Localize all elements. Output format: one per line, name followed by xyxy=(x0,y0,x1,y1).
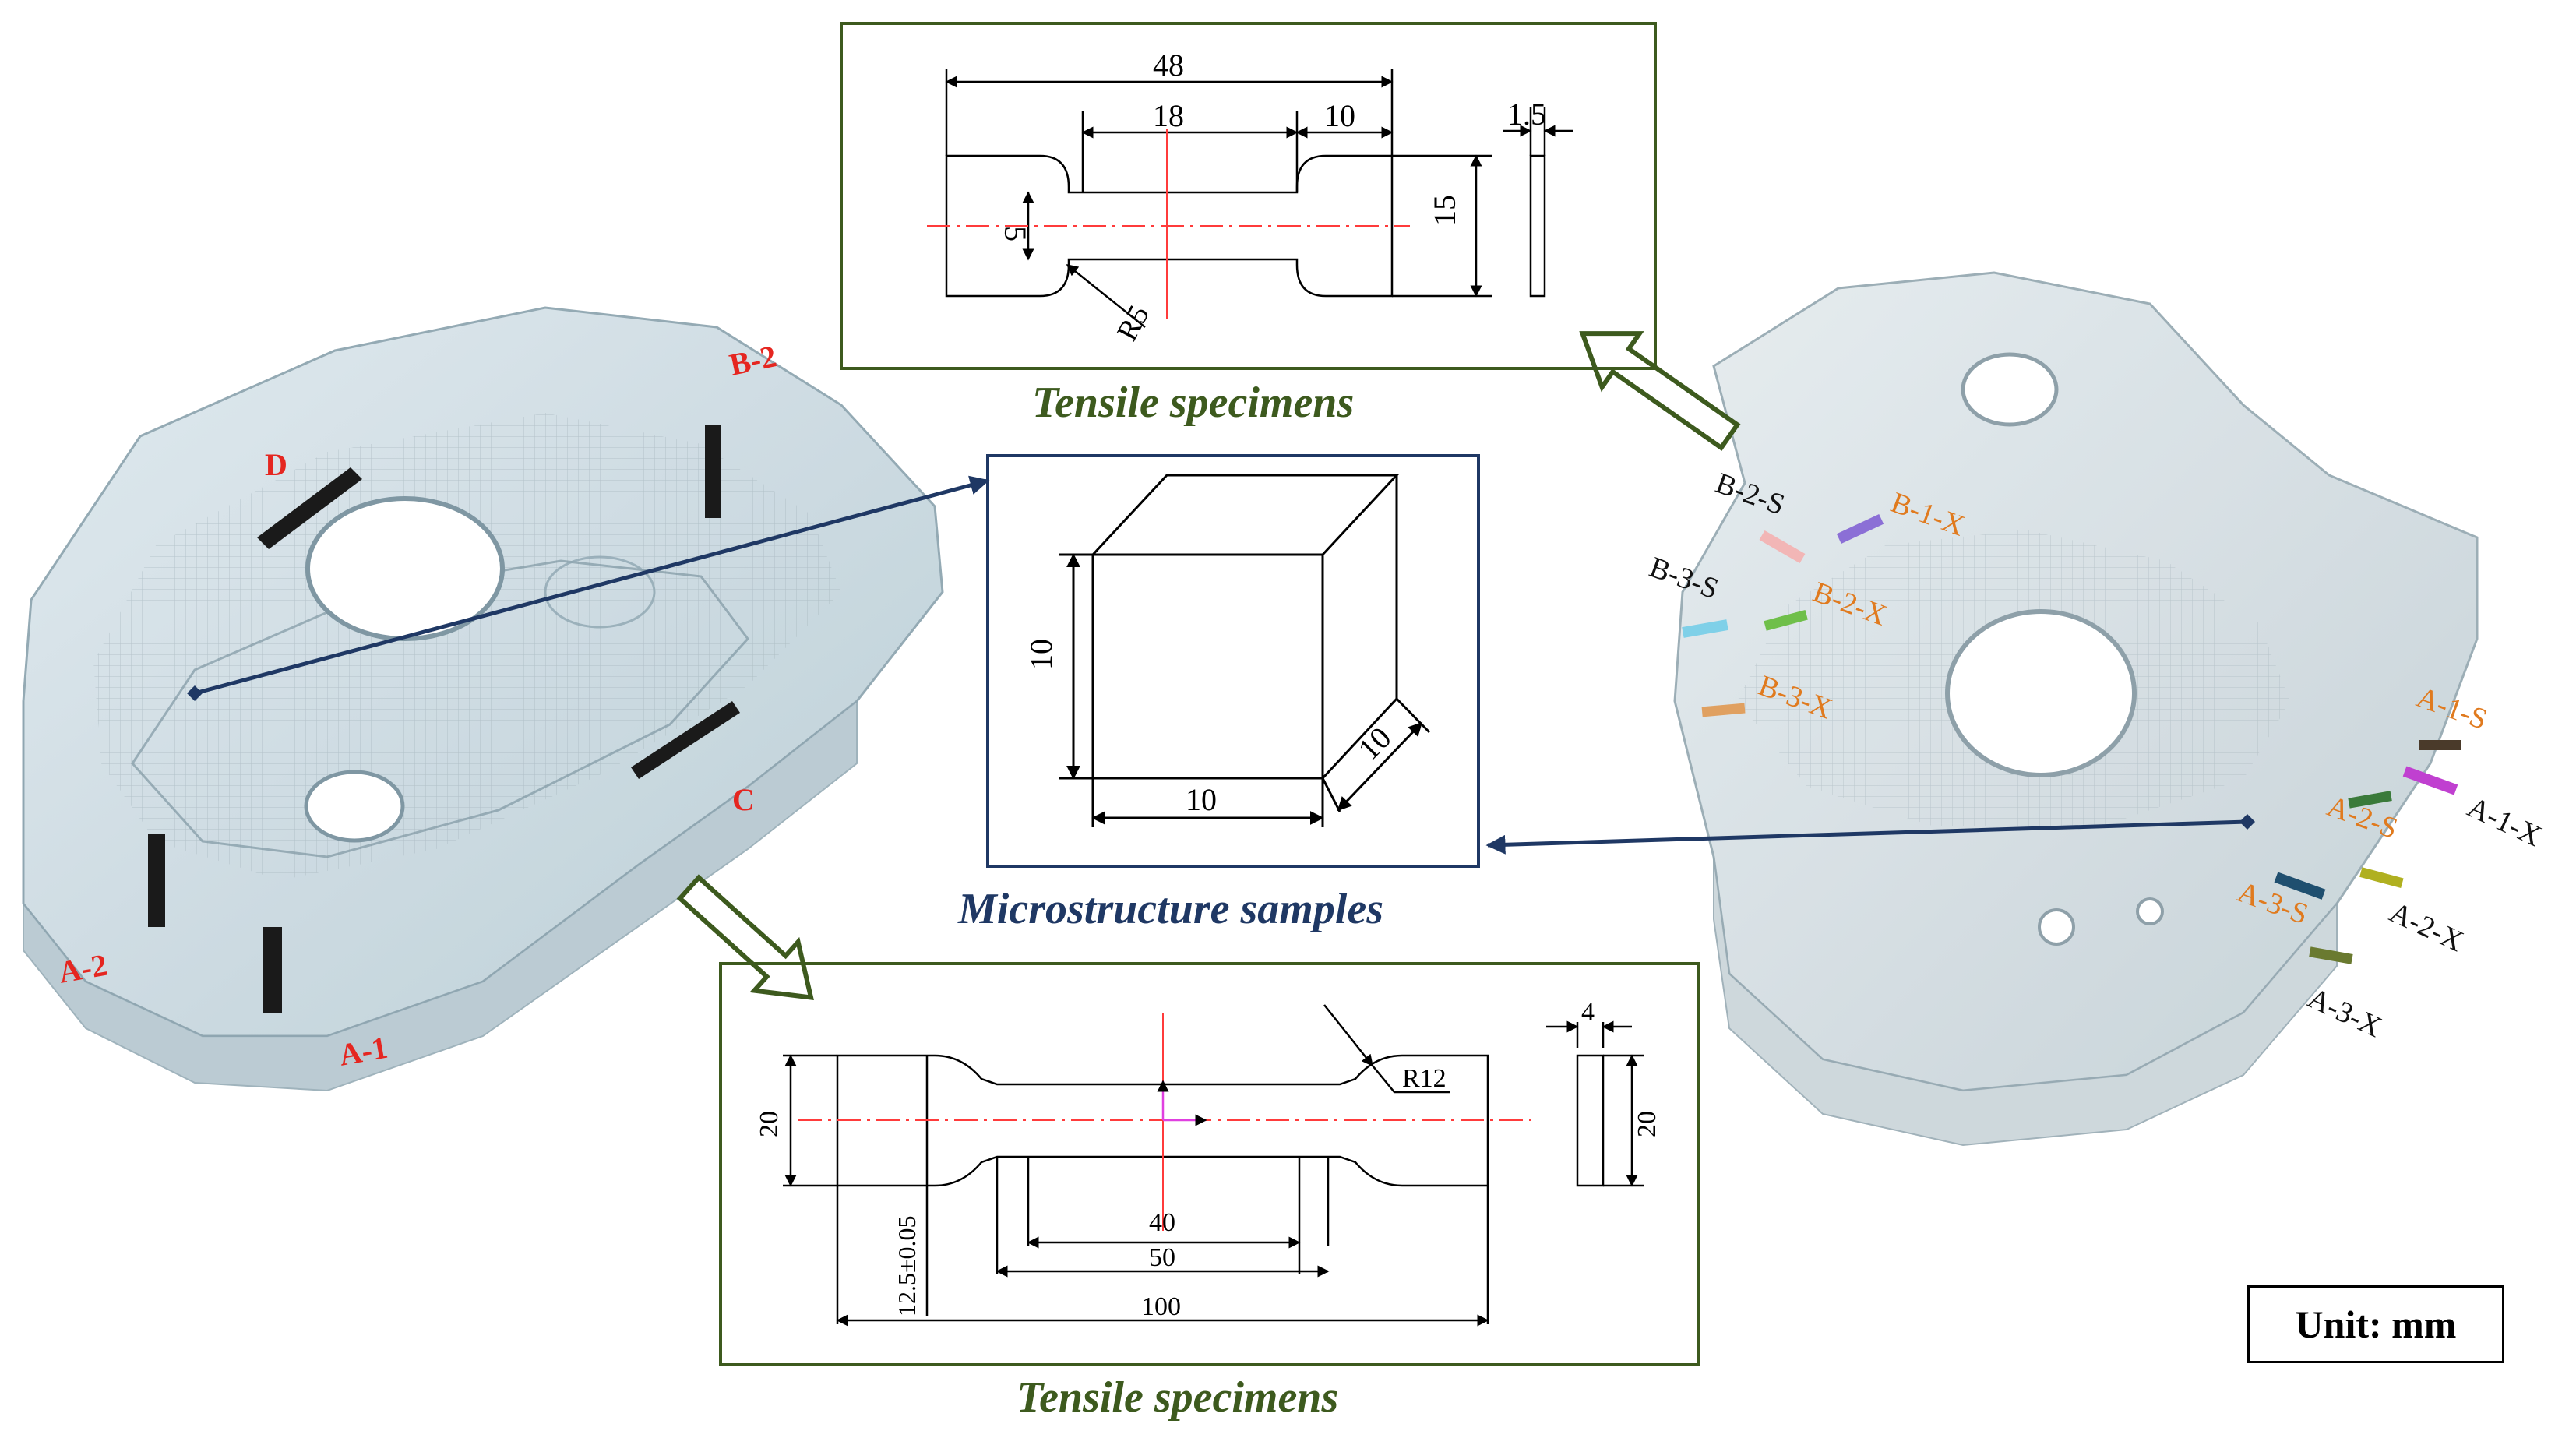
top-dim-total-length: 48 xyxy=(1153,48,1184,83)
left-label-A1: A-1 xyxy=(337,1030,390,1073)
microstructure-caption: Microstructure samples xyxy=(958,885,1384,933)
left-specimen-C xyxy=(631,701,740,779)
right-casting-upper-hole xyxy=(1961,352,2059,427)
connector-right-to-sample xyxy=(1485,814,2255,855)
left-label-A2: A-2 xyxy=(56,947,110,990)
bottom-dim-parallel-length: 50 xyxy=(1149,1243,1175,1272)
top-dim-gauge-length: 18 xyxy=(1153,98,1184,133)
right-label-A2X: A-2-X xyxy=(2384,896,2469,958)
left-specimen-A1 xyxy=(263,927,282,1013)
cube-dim-height: 10 xyxy=(1024,639,1059,670)
top-specimen-drawing xyxy=(945,69,1573,328)
top-specimen-caption: Tensile specimens xyxy=(1032,379,1355,427)
bottom-dim-side-width: 20 xyxy=(1633,1111,1662,1137)
bottom-dim-thickness: 4 xyxy=(1581,998,1595,1027)
bottom-specimen-drawing xyxy=(783,1004,1644,1327)
right-casting xyxy=(1673,271,2479,1147)
right-specimen-A2X xyxy=(2359,867,2404,889)
hollow-arrow-to-top-specimen xyxy=(1579,331,1741,451)
left-specimen-B2 xyxy=(705,425,721,518)
right-specimen-B1X xyxy=(1836,513,1884,545)
bottom-dim-gauge-width: 12.5±0.05 xyxy=(893,1215,921,1316)
bottom-dim-total-length: 100 xyxy=(1141,1292,1181,1321)
cube-drawing xyxy=(1059,474,1431,827)
top-dim-thickness: 1.5 xyxy=(1507,97,1546,132)
microstructure-frame xyxy=(986,454,1480,868)
top-dim-grip-width: 15 xyxy=(1427,195,1462,226)
bottom-specimen-frame xyxy=(719,962,1700,1366)
top-specimen-frame xyxy=(840,22,1657,370)
right-specimen-A1S xyxy=(2419,740,2461,750)
cube-dim-width: 10 xyxy=(1186,782,1217,817)
bottom-dim-grip-width: 20 xyxy=(755,1111,784,1137)
right-specimen-A2S xyxy=(2348,791,2392,809)
cube-dim-depth: 10 xyxy=(1351,720,1398,767)
bottom-specimen-caption: Tensile specimens xyxy=(1017,1373,1339,1422)
right-specimen-B2X xyxy=(1764,609,1808,631)
left-specimen-A2 xyxy=(148,834,165,927)
left-casting-small-hole xyxy=(304,770,405,843)
right-label-A1X: A-1-X xyxy=(2462,791,2546,853)
top-dim-radius: R5 xyxy=(1111,300,1156,346)
right-specimen-A1X xyxy=(2402,766,2458,795)
top-dim-grip-length: 10 xyxy=(1324,98,1355,133)
right-specimen-A3S xyxy=(2274,872,2326,900)
left-label-C: C xyxy=(732,782,755,817)
right-label-A3X: A-3-X xyxy=(2303,982,2387,1044)
hollow-arrow-to-bottom-specimen xyxy=(676,874,814,1001)
connector-left-to-sample xyxy=(187,475,990,701)
bottom-dim-radius: R12 xyxy=(1402,1064,1447,1093)
top-dim-gauge-width: 5 xyxy=(998,226,1033,241)
bottom-dim-gauge-length: 40 xyxy=(1149,1208,1175,1237)
right-specimen-A3X xyxy=(2309,946,2353,964)
unit-label: Unit: mm xyxy=(2247,1285,2504,1363)
right-specimen-B3S xyxy=(1682,619,1728,638)
left-label-D: D xyxy=(265,447,287,482)
right-specimen-B3X xyxy=(1701,703,1746,717)
right-specimen-B2S xyxy=(1759,530,1806,564)
right-casting-large-hole xyxy=(1945,609,2137,777)
